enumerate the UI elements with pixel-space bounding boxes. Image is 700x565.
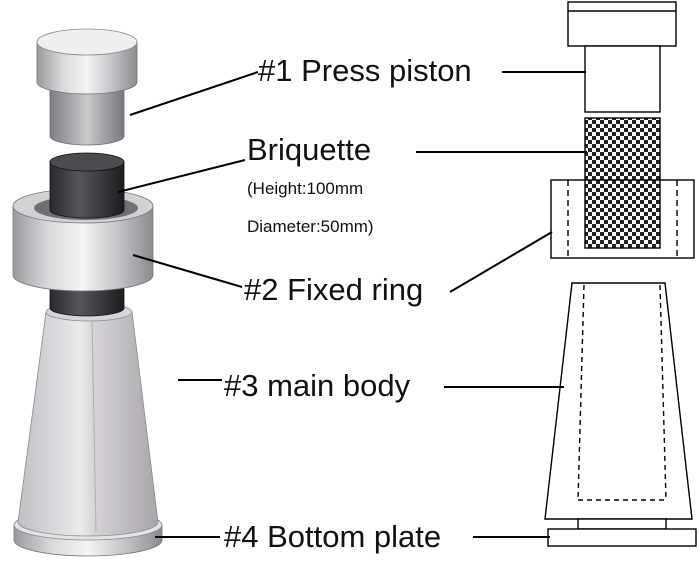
briquette-2d xyxy=(584,117,661,249)
fixed-ring-2d xyxy=(550,179,695,259)
label-briquette-height: (Height:100mm xyxy=(247,179,363,198)
left-3d-rendering xyxy=(12,28,163,557)
label-main-body: #3 main body xyxy=(224,368,411,403)
press-piston-2d xyxy=(567,1,677,113)
main-body-3d xyxy=(17,302,159,537)
bottom-plate-2d xyxy=(547,518,697,547)
label-fixed-ring: #2 Fixed ring xyxy=(244,272,423,307)
briquette-lower-3d xyxy=(49,284,125,317)
label-bottom-plate: #4 Bottom plate xyxy=(224,519,441,554)
briquette-upper-3d xyxy=(49,152,125,219)
right-2d-drawing xyxy=(544,1,697,547)
label-press-piston: #1 Press piston xyxy=(258,53,472,88)
leader-ring-left xyxy=(132,254,243,288)
leader-piston-left xyxy=(129,71,259,116)
leader-briquette-left xyxy=(117,159,246,193)
leader-ring-right xyxy=(449,231,553,293)
label-briquette: Briquette xyxy=(247,132,371,167)
main-body-2d xyxy=(544,282,693,520)
leader-lines xyxy=(117,71,587,538)
press-piston-3d xyxy=(36,28,138,146)
label-briquette-diameter: Diameter:50mm) xyxy=(247,217,374,236)
